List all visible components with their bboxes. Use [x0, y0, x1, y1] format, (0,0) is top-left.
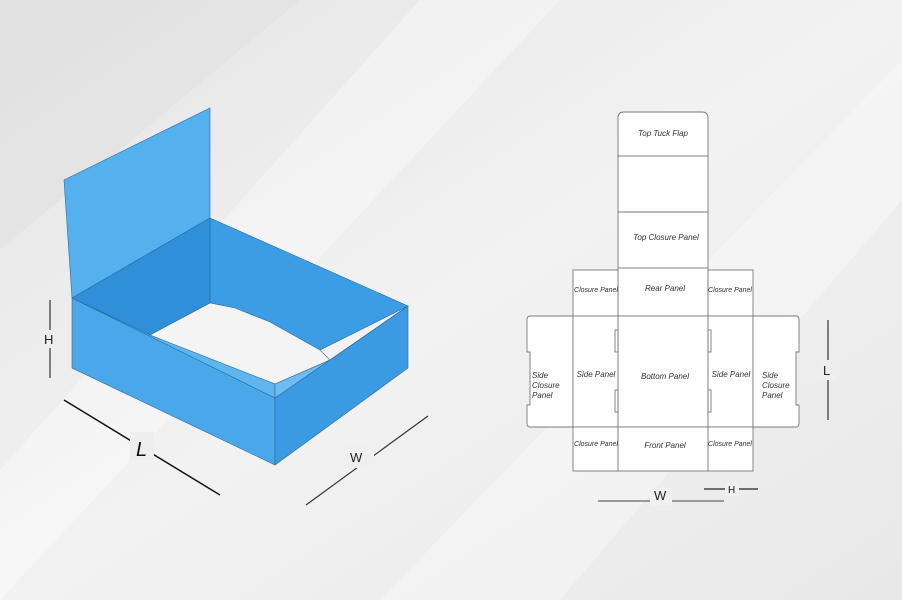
- label-closure-panel-bl: Closure Panel: [574, 441, 618, 448]
- label-top-closure-panel: Top Closure Panel: [633, 233, 699, 242]
- dieline-dim-w-label: W: [654, 488, 667, 503]
- dieline-dim-w-mask: [650, 488, 672, 506]
- closure-panel-bottom-left: [572, 426, 619, 472]
- side-panel-left: [572, 315, 619, 428]
- dieline: [526, 111, 800, 472]
- dim-l-label: L: [136, 439, 147, 461]
- label-bottom-panel: Bottom Panel: [641, 372, 689, 381]
- front-panel: [617, 426, 709, 472]
- dim-w-mask: [344, 444, 374, 468]
- tab-left-lower: [614, 389, 619, 413]
- label-side-closure-left-2: Closure: [532, 381, 560, 390]
- label-top-tuck-flap: Top Tuck Flap: [638, 129, 688, 138]
- dieline-dim-h-label: H: [728, 485, 735, 496]
- label-side-panel-right: Side Panel: [712, 370, 751, 379]
- label-side-closure-left-3: Panel: [532, 391, 553, 400]
- label-closure-panel-tl: Closure Panel: [574, 287, 618, 294]
- tab-right-upper: [707, 329, 712, 353]
- tab-left-upper: [614, 329, 619, 353]
- dim-l-mask: [130, 432, 154, 460]
- closure-panel-bottom-right: [707, 426, 754, 472]
- label-side-panel-left: Side Panel: [577, 370, 616, 379]
- label-front-panel: Front Panel: [644, 441, 686, 450]
- label-closure-panel-tr: Closure Panel: [708, 287, 752, 294]
- dim-h-label: H: [44, 332, 53, 347]
- closure-panel-top-right: [707, 269, 754, 317]
- display-box-3d: [63, 107, 409, 466]
- side-closure-panel-left: [526, 315, 574, 428]
- dieline-dimensions: L W H: [598, 320, 836, 506]
- top-tuck-flap-panel: [617, 111, 709, 157]
- dim-w-label: W: [350, 450, 363, 465]
- label-rear-panel: Rear Panel: [645, 284, 685, 293]
- label-side-closure-left-1: Side: [532, 371, 549, 380]
- side-closure-panel-right: [752, 315, 800, 428]
- dim-h-mask: [40, 330, 60, 348]
- tab-right-lower: [707, 389, 712, 413]
- dieline-dim-h-mask: [725, 482, 739, 496]
- label-side-closure-right-1: Side: [762, 371, 779, 380]
- box3d-dimensions: H L W: [40, 300, 429, 506]
- box-right-rim: [274, 305, 409, 399]
- label-side-closure-right-2: Closure: [762, 381, 790, 390]
- dieline-dim-l-label: L: [823, 363, 830, 378]
- label-closure-panel-br: Closure Panel: [708, 441, 752, 448]
- closure-panel-top-left: [572, 269, 619, 317]
- label-side-closure-right-3: Panel: [762, 391, 783, 400]
- dieline-labels: Top Tuck Flap Top Closure Panel Rear Pan…: [532, 129, 790, 450]
- dieline-dim-l-mask: [820, 360, 836, 380]
